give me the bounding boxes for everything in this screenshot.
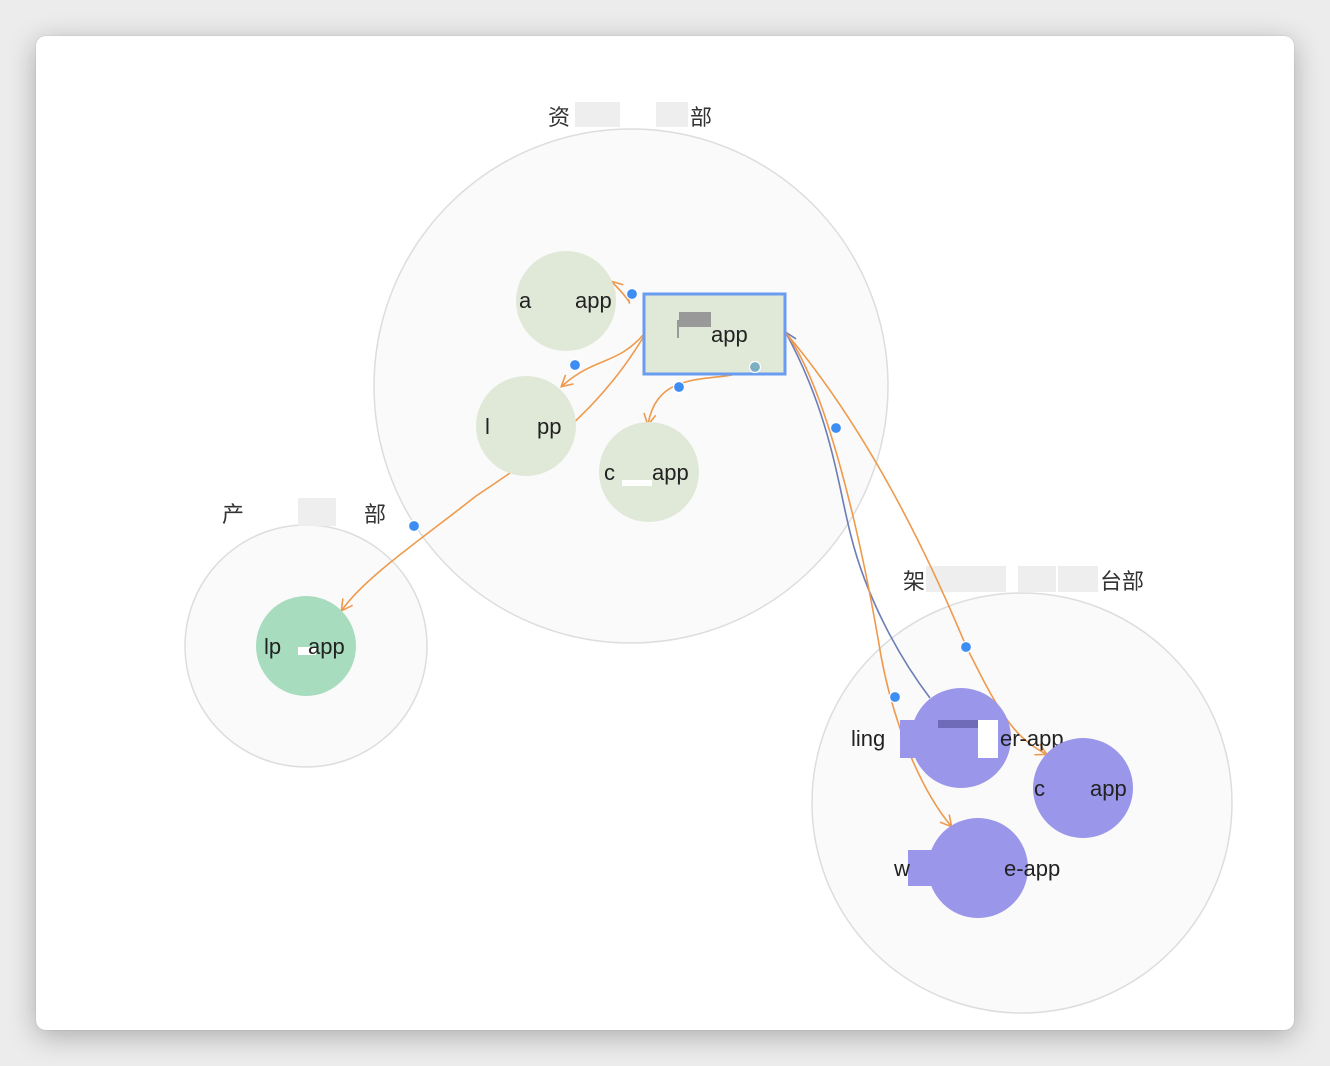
edge-selected-to-w[interactable] [785,332,953,829]
redaction-mask [1018,566,1056,592]
group-circle-platform[interactable] [811,592,1233,1014]
group-label-platform-start: 架 [903,569,925,594]
node-l-app-label-b: pp [537,414,561,439]
group-label-resources-end: 部 [690,105,712,130]
redaction-mask [978,720,998,758]
connector-dot[interactable] [672,380,686,394]
node-a-app[interactable] [516,251,616,351]
node-lp-app[interactable] [256,596,356,696]
redaction-mask [298,647,316,655]
node-lp-app-label-a: lp [264,634,281,659]
connector-dot[interactable] [959,640,973,654]
node-c-app-label-b: app [652,460,689,485]
redaction-mask [656,102,688,127]
connector-dot[interactable] [625,287,639,301]
dependency-graph[interactable]: 资 部 产 部 架 台部 a app l pp c app [36,36,1294,1030]
node-ling-app-label-a: ling [851,726,885,751]
group-label-product-end: 部 [364,502,386,527]
node-l-app-label-a: l [485,414,490,439]
group-label-platform-end: 台部 [1100,569,1144,594]
redaction-mask [926,566,1006,592]
node-a-app-label-b: app [575,288,612,313]
node-w-app-label-a: w [893,856,910,881]
node-c-app-label-a: c [604,460,615,485]
node-w-app-label-b: e-app [1004,856,1060,881]
diagram-window: 资 部 产 部 架 台部 a app l pp c app [36,36,1294,1030]
group-circle-resources[interactable] [373,128,889,644]
node-c-app[interactable] [599,422,699,522]
redaction-mask [908,850,1008,886]
node-ling-app-label-b: er-app [1000,726,1064,751]
redaction-mask [677,320,679,338]
redaction-mask [622,480,652,486]
connector-dot[interactable] [888,690,902,704]
node-l-app[interactable] [476,376,576,476]
selected-node[interactable] [642,292,787,376]
connector-dot[interactable] [407,519,421,533]
redaction-mask [679,312,711,327]
group-label-resources-start: 资 [548,105,570,130]
selected-node-label: app [711,322,748,347]
redaction-mask [938,720,978,728]
edge-selected-to-lp[interactable] [340,335,645,613]
node-a-app-label-a: a [519,288,532,313]
redaction-mask [575,102,620,127]
connector-dot[interactable] [748,360,762,374]
edge-selected-to-c2[interactable] [785,332,1049,756]
node-c2-app-label-a: c [1034,776,1045,801]
redaction-mask [298,498,336,526]
node-c2-app[interactable] [1033,738,1133,838]
connector-dot[interactable] [568,358,582,372]
group-label-product-start: 产 [222,502,244,527]
node-c2-app-label-b: app [1090,776,1127,801]
node-lp-app-label-b: app [308,634,345,659]
connector-dot[interactable] [829,421,843,435]
redaction-mask [1058,566,1098,592]
edge-ling-to-selected[interactable] [784,330,931,699]
edge-selected-to-l[interactable] [559,333,645,388]
